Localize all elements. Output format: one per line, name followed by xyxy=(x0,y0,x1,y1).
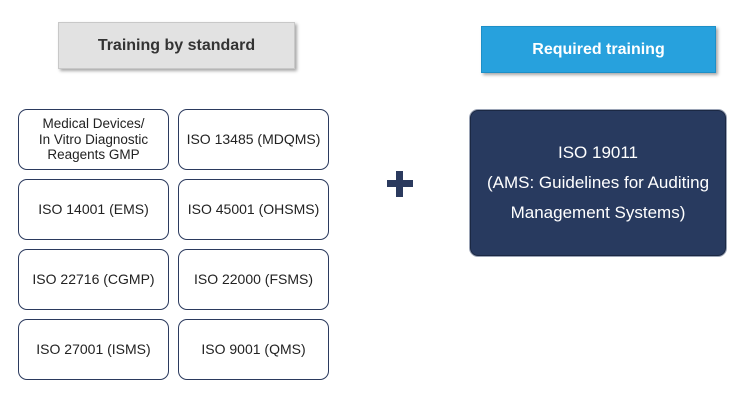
standard-item: ISO 9001 (QMS) xyxy=(178,319,329,380)
required-training-desc-line1: (AMS: Guidelines for Auditing xyxy=(486,173,710,192)
training-by-standard-label: Training by standard xyxy=(97,36,256,54)
required-training-label: Required training xyxy=(532,40,665,58)
training-by-standard-header: Training by standard xyxy=(58,22,295,69)
standard-item: ISO 22716 (CGMP) xyxy=(18,249,169,310)
standard-item: ISO 27001 (ISMS) xyxy=(18,319,169,380)
standard-item: ISO 45001 (OHSMS) xyxy=(178,179,329,240)
required-training-desc-line2: Management Systems) xyxy=(510,203,686,222)
required-training-box: ISO 19011 (AMS: Guidelines for Auditing … xyxy=(470,110,726,256)
standard-item: ISO 13485 (MDQMS) xyxy=(178,109,329,170)
standard-item: ISO 14001 (EMS) xyxy=(18,179,169,240)
required-training-header: Required training xyxy=(481,26,716,73)
standards-grid: Medical Devices/ In Vitro Diagnostic Rea… xyxy=(18,109,330,380)
required-training-title: ISO 19011 xyxy=(557,143,639,162)
standard-item: ISO 22000 (FSMS) xyxy=(178,249,329,310)
plus-icon xyxy=(384,168,416,200)
standard-item: Medical Devices/ In Vitro Diagnostic Rea… xyxy=(18,109,169,170)
